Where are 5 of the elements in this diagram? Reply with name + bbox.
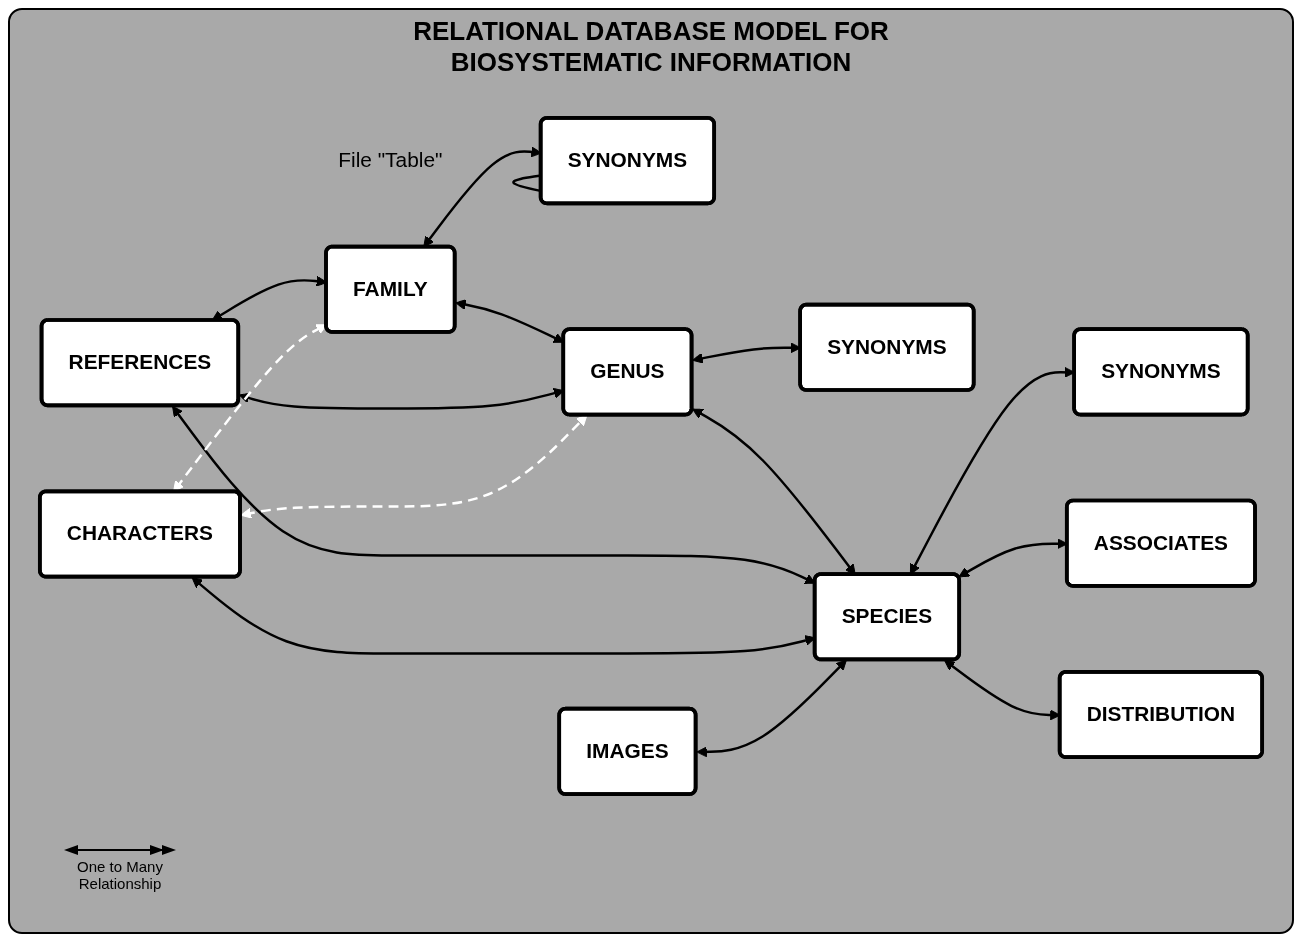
arrow	[696, 659, 847, 758]
legend-text: One to Many Relationship	[76, 858, 164, 892]
diagram-background: RELATIONAL DATABASE MODEL FOR BIOSYSTEMATIC INFORMATION File "Table" FAMILY SYNONYMS REFERENCES GENUS SYNONYMS CHARACTERS SPECIES SYNONYMS IMAGES ASSOCIATES DISTRIBUTION One to Many Relationship	[8, 8, 1294, 934]
diagram-title: RELATIONAL DATABASE MODEL FOR BIOSYSTEMATIC INFORMATION	[412, 16, 890, 78]
node-text: File "Table"	[338, 148, 443, 172]
